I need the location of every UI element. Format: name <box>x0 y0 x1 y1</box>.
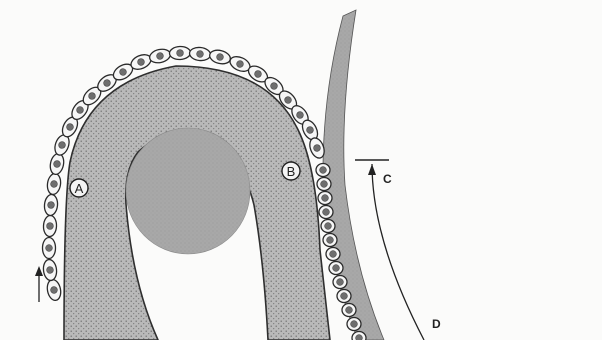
label-c: C <box>383 172 392 186</box>
epithelial-cell <box>347 318 361 331</box>
epithelial-cell <box>318 192 332 205</box>
label-d: D <box>432 317 441 331</box>
epithelial-cell <box>352 332 366 340</box>
core-disc <box>126 128 250 254</box>
epithelial-cell <box>169 46 191 60</box>
epithelial-cell <box>46 278 63 301</box>
epithelial-cell <box>43 238 56 259</box>
epithelial-cell <box>43 215 57 237</box>
epithelial-cell <box>329 262 343 275</box>
epithelial-cell <box>319 206 333 219</box>
epithelial-cell <box>323 234 337 247</box>
epithelial-cell <box>342 304 356 317</box>
label-b: B <box>282 162 300 180</box>
epithelial-cell <box>321 220 335 233</box>
epithelial-cell <box>333 276 347 289</box>
epithelial-cell <box>49 152 66 175</box>
epithelial-cell <box>46 173 62 196</box>
epithelial-cell <box>208 48 232 66</box>
epithelial-cell <box>189 46 211 61</box>
epithelial-cell <box>316 164 330 177</box>
label-b-text: B <box>287 164 296 179</box>
epithelial-cell <box>42 259 57 281</box>
arrow-up-left <box>35 266 43 302</box>
epithelial-cell <box>44 194 59 216</box>
epithelial-cell <box>317 178 331 191</box>
epithelial-cell <box>326 248 340 261</box>
label-a-text: A <box>75 181 84 196</box>
epithelial-cell <box>337 290 351 303</box>
epithelial-cell <box>148 47 171 64</box>
label-a: A <box>70 179 88 197</box>
